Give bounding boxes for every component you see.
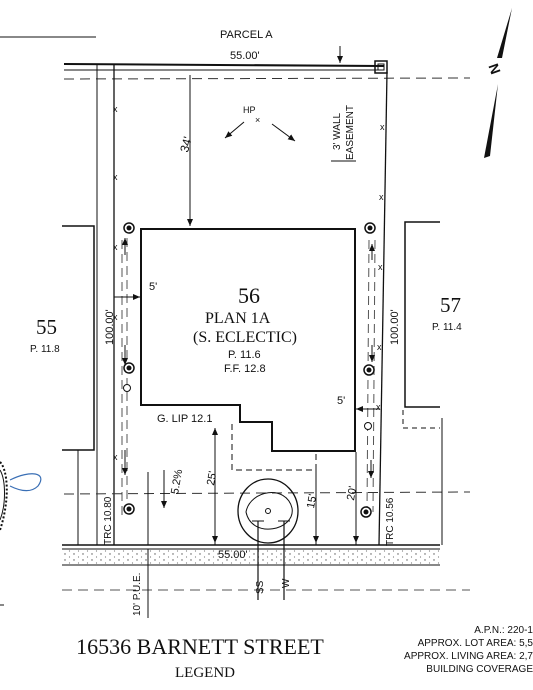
wall-easement-line2: EASEMENT: [345, 105, 356, 160]
lot-side-lines: [96, 64, 388, 546]
svg-text:x: x: [113, 452, 118, 462]
cul-de-sac-edge: [0, 461, 42, 606]
neighbor-left-pad: P. 11.8: [30, 344, 60, 355]
lot-area-line: APPROX. LOT AREA: 5,5: [417, 638, 533, 649]
neighbor-building-right: [402, 221, 440, 429]
wall-easement-line1: 3' WALL: [332, 112, 343, 150]
north-arrow-icon: N: [484, 8, 512, 158]
driveway-slope-label: 5.2%: [169, 468, 185, 495]
neighbor-left-number: 55: [36, 315, 57, 339]
sidewalk: [62, 549, 440, 565]
svg-text:x: x: [379, 192, 384, 202]
plan-style: (S. ECLECTIC): [193, 329, 297, 346]
parcel-width-label: 55.00': [230, 50, 260, 62]
apn-line: A.P.N.: 220-1: [474, 625, 533, 636]
garage-lip-elevation: G. LIP 12.1: [157, 413, 212, 425]
property-corner-marker: [374, 60, 388, 74]
garage-setback-label: 25': [205, 470, 219, 486]
trc-right-label: TRC 10.56: [385, 497, 396, 546]
front-width-label: 55.00': [218, 549, 248, 561]
rear-property-line: [63, 63, 471, 80]
tree-icon: [237, 478, 299, 544]
right-swale: [364, 239, 376, 513]
left-side-setback: 5': [149, 281, 157, 293]
pad-elevation: P. 11.6: [228, 349, 261, 361]
right-side-setback: 5': [337, 395, 345, 407]
legend-label: LEGEND: [175, 665, 235, 681]
svg-text:x: x: [113, 312, 118, 322]
lot-number: 56: [238, 283, 260, 308]
svg-text:x: x: [113, 242, 118, 252]
fence-marks: x x x x x x x x x x: [113, 104, 385, 462]
neighbor-right-pad: P. 11.4: [432, 322, 462, 333]
parcel-label: PARCEL A: [220, 29, 273, 41]
right-depth-label: 100.00': [389, 309, 401, 345]
left-swale: [121, 238, 131, 515]
neighbor-right-number: 57: [440, 293, 461, 317]
svg-text:x: x: [377, 342, 382, 352]
porch-setback-label: 15': [305, 493, 319, 509]
trc-left-label: TRC 10.80: [103, 496, 114, 545]
rear-setback-label: 34': [177, 135, 195, 154]
living-area-line: APPROX. LIVING AREA: 2,7: [404, 651, 533, 662]
finished-floor-elevation: F.F. 12.8: [224, 363, 266, 375]
house-setback-label: 20': [345, 485, 359, 501]
neighbor-building-left: [62, 225, 95, 451]
right-of-way-line: [63, 491, 471, 495]
svg-text:x: x: [380, 122, 385, 132]
lot-info-block: A.P.N.: 220-1 APPROX. LOT AREA: 5,5 APPR…: [363, 624, 533, 676]
north-label: N: [485, 61, 503, 76]
coverage-line: BUILDING COVERAGE: [426, 664, 533, 675]
high-point-marker: ×: [255, 115, 260, 125]
svg-text:x: x: [378, 262, 383, 272]
svg-text:x: x: [113, 172, 118, 182]
plan-name: PLAN 1A: [205, 310, 271, 327]
sewer-label: SS: [255, 580, 266, 594]
left-depth-label: 100.00': [104, 309, 116, 345]
control-points: [123, 222, 376, 518]
street-address: 16536 BARNETT STREET: [76, 634, 324, 659]
svg-text:x: x: [113, 104, 118, 114]
svg-text:x: x: [376, 402, 381, 412]
water-label: W: [281, 578, 292, 588]
high-point-label: HP: [243, 105, 256, 115]
pue-label: 10' P.U.E.: [132, 573, 143, 616]
house-footprint: [140, 228, 356, 452]
